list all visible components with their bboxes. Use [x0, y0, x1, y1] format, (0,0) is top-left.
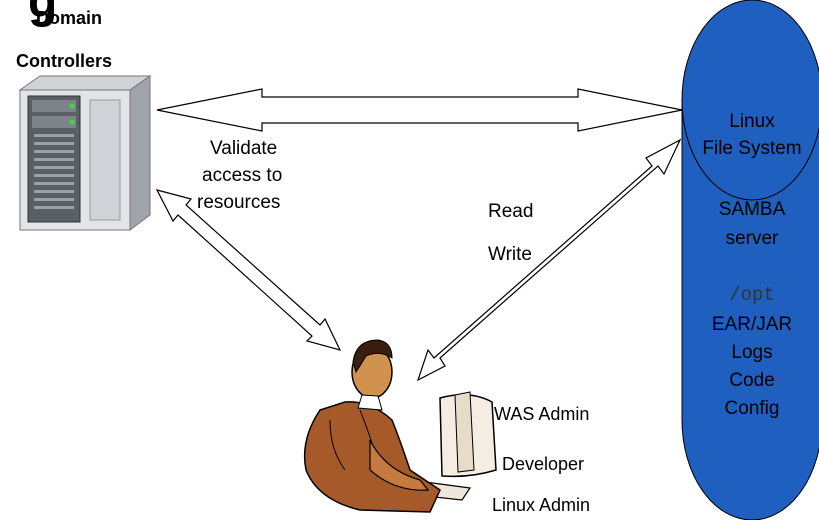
domain-controllers-label-line2: Controllers — [16, 51, 113, 71]
validate-label-line2: access to — [202, 165, 283, 186]
storage-line-samba: SAMBA — [718, 199, 786, 220]
storage-item-code: Code — [729, 370, 775, 391]
storage-line-linux: Linux — [729, 111, 775, 132]
role-developer: Developer — [502, 454, 585, 474]
double-arrow-server-user — [155, 189, 342, 351]
title-fragment: g — [28, 0, 58, 28]
validate-label-line3: resources — [197, 192, 281, 213]
domain-controllers-label-line1: Domain — [36, 8, 103, 28]
write-label: Write — [488, 244, 532, 265]
storage-item-earjar: EAR/JAR — [711, 314, 793, 335]
storage-item-config: Config — [724, 398, 780, 419]
role-was-admin: WAS Admin — [494, 404, 590, 424]
user-at-computer-icon — [303, 339, 497, 513]
validate-label-line1: Validate — [210, 138, 278, 159]
storage-path-opt: /opt — [729, 284, 775, 306]
read-label: Read — [488, 201, 534, 222]
double-arrow-server-filesystem — [156, 88, 683, 132]
storage-cylinder — [681, 0, 819, 520]
storage-line-filesystem: File System — [702, 138, 802, 159]
role-linux-admin: Linux Admin — [492, 495, 591, 515]
double-arrow-user-filesystem — [416, 138, 682, 382]
server-icon — [18, 75, 152, 231]
storage-line-server: server — [725, 228, 779, 249]
storage-item-logs: Logs — [731, 342, 773, 363]
